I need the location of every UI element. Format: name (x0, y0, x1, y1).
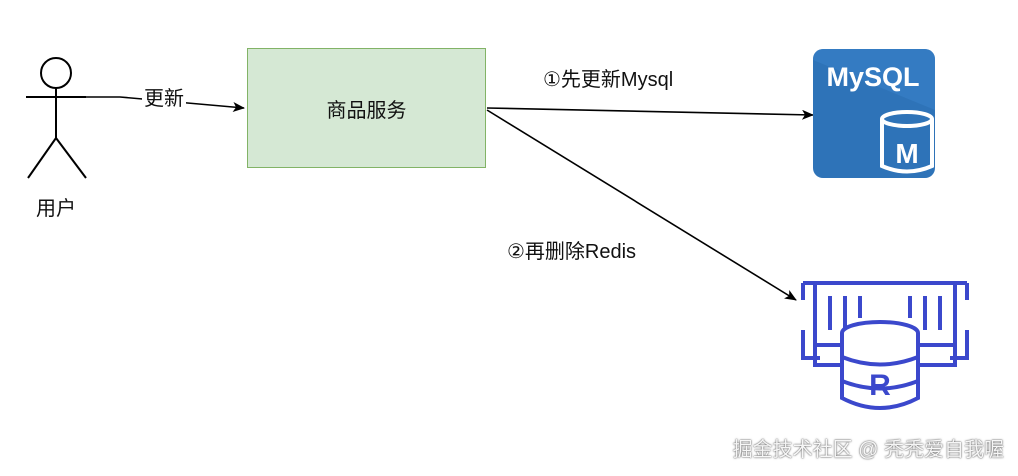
mysql-badge-text: M (895, 138, 918, 169)
redis-badge-text: R (869, 369, 891, 402)
edge-label-step1: ①先更新Mysql (543, 69, 674, 91)
service-label: 商品服务 (326, 99, 407, 122)
watermark-text: 掘金技术社区 @ 秃秃爱自我喔 (732, 439, 1004, 461)
mysql-brand-text: MySQL (826, 62, 919, 92)
mysql-database-icon: MySQL M (813, 49, 935, 178)
edge-service-to-mysql (486, 107, 814, 120)
user-label: 用户 (36, 198, 76, 220)
edge-service-to-redis (486, 109, 797, 301)
redis-cache-icon (801, 281, 969, 410)
edge-label-step2: ②再删除Redis (507, 241, 637, 263)
edge-label-update: 更新 (142, 88, 186, 110)
edge-user-to-service (86, 96, 245, 113)
product-service-node: 商品服务 (247, 48, 486, 168)
user-actor-icon (26, 57, 87, 179)
